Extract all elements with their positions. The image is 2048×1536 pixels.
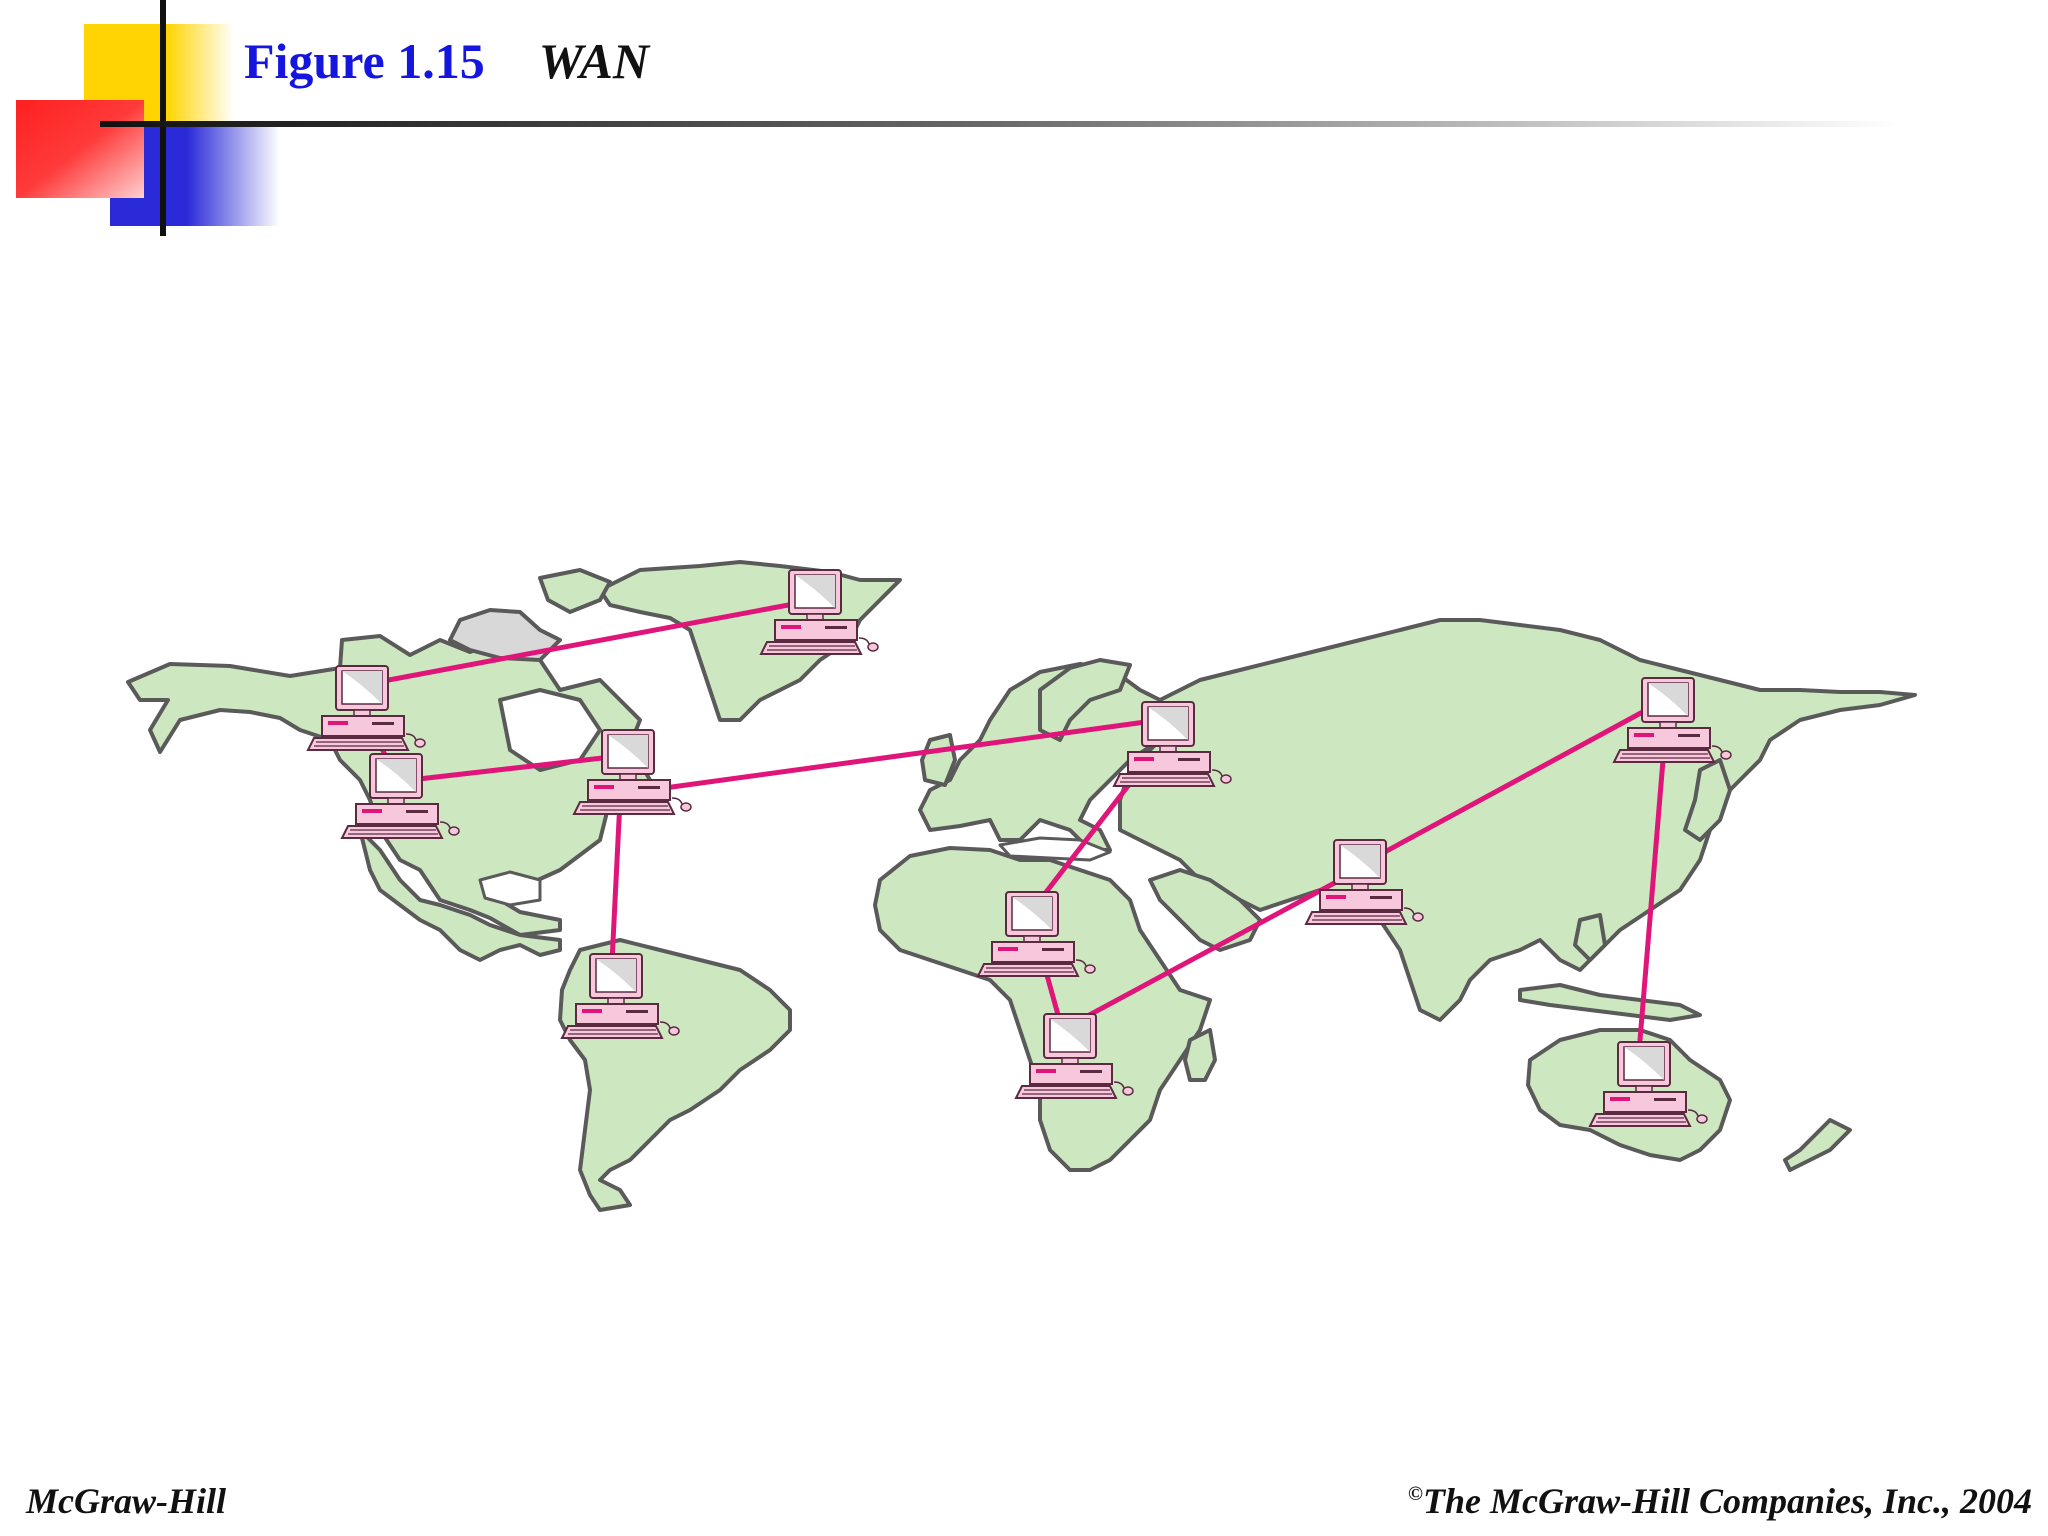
madagascar-island xyxy=(1183,1028,1217,1082)
central-america-landmass xyxy=(358,828,562,962)
new-zealand-islands xyxy=(1783,1118,1852,1172)
asia-landmass xyxy=(1118,618,1917,1022)
corner-decoration xyxy=(16,0,280,236)
japan-islands xyxy=(1683,758,1732,842)
wan-link xyxy=(1077,877,1343,1023)
wan-link xyxy=(609,797,623,965)
wan-link xyxy=(407,753,623,783)
hudson-bay xyxy=(498,688,602,772)
british-isles xyxy=(920,733,957,787)
copyright-text: The McGraw-Hill Companies, Inc., 2004 xyxy=(1422,1481,2032,1521)
gulf-of-mexico xyxy=(478,870,542,907)
wan-link xyxy=(1367,705,1653,863)
footer-publisher: McGraw-Hill xyxy=(26,1481,227,1521)
slide-title: Figure 1.15 WAN xyxy=(244,32,649,90)
wan-link xyxy=(375,597,818,685)
footer-copyright: ©The McGraw-Hill Companies, Inc., 2004 xyxy=(1408,1480,2032,1522)
wan-link xyxy=(647,717,1163,793)
europe-landmass xyxy=(918,662,1192,852)
indonesia-islands xyxy=(1518,983,1702,1022)
wan-link xyxy=(1637,757,1666,1043)
arabian-peninsula xyxy=(1148,868,1262,952)
baffin-island xyxy=(538,568,612,614)
figure-label: Figure 1.15 xyxy=(244,33,485,89)
copyright-symbol: © xyxy=(1408,1483,1423,1505)
philippines-islands xyxy=(1573,913,1607,962)
figure-title: WAN xyxy=(538,33,649,89)
title-underline xyxy=(100,121,1900,127)
